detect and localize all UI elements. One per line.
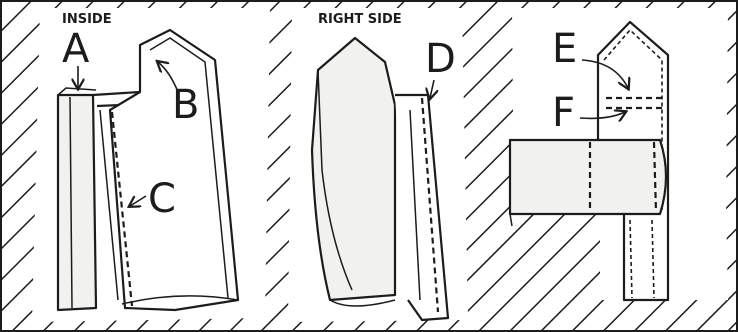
marker-f: F bbox=[552, 90, 575, 136]
marker-d: D bbox=[425, 36, 456, 82]
left-folded-strip bbox=[58, 95, 96, 310]
pointed-overlap-piece bbox=[312, 38, 395, 300]
marker-c: C bbox=[148, 176, 176, 222]
panel-right-side: RIGHT SIDE D bbox=[288, 8, 468, 322]
marker-e: E bbox=[552, 26, 577, 72]
marker-a: A bbox=[62, 26, 90, 72]
panel-label-inside: INSIDE bbox=[62, 12, 112, 27]
panel-label-right-side: RIGHT SIDE bbox=[318, 12, 402, 27]
panel-inside: INSIDE A B C bbox=[32, 8, 270, 322]
rolled-cuff bbox=[510, 140, 666, 214]
